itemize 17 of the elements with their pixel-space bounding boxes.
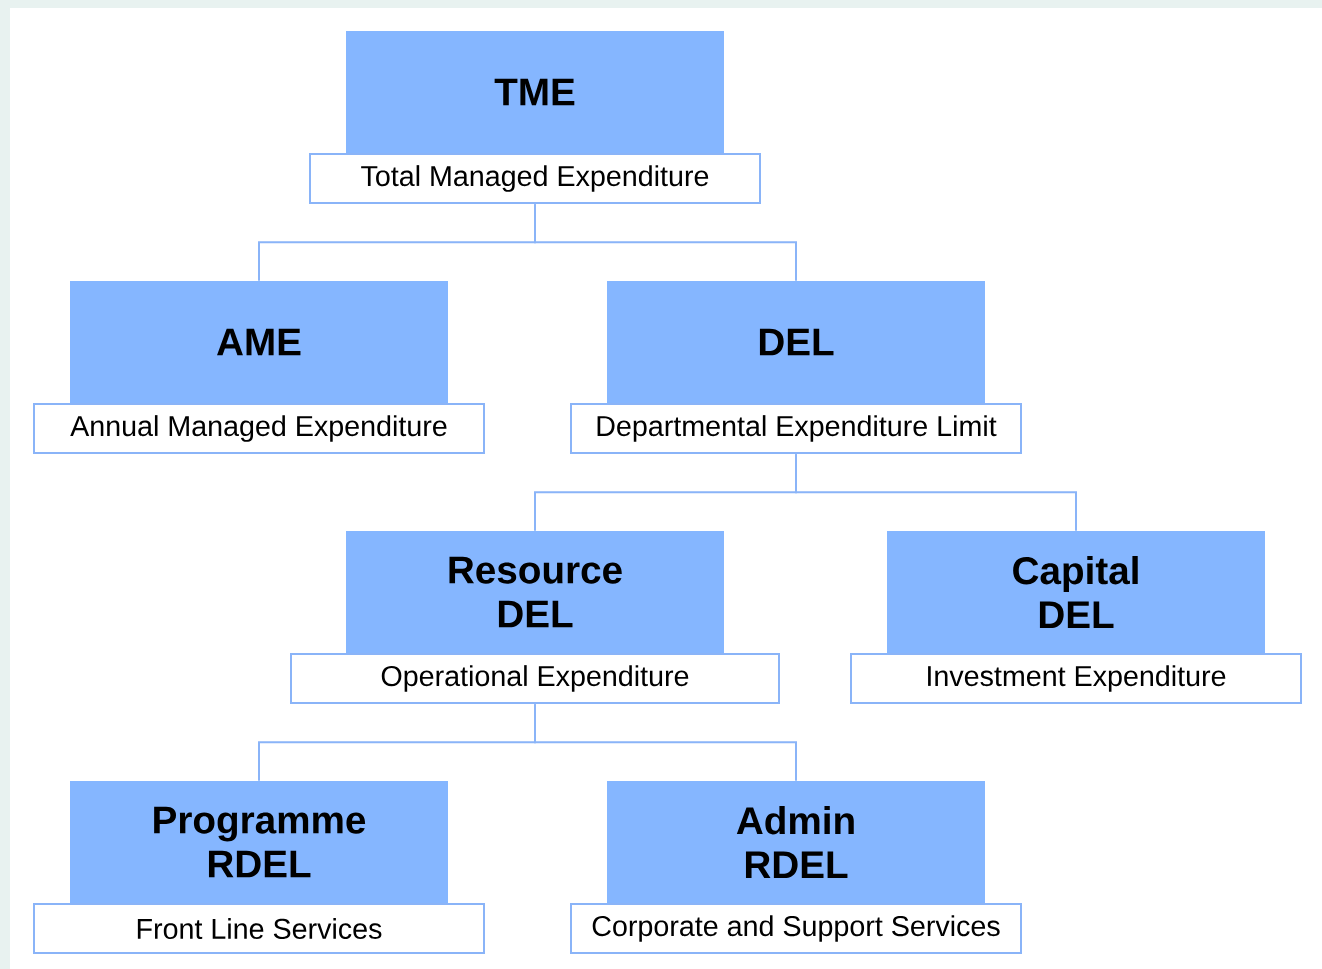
category-box: TME bbox=[346, 31, 724, 153]
description-box: Total Managed Expenditure bbox=[309, 152, 761, 205]
category-box: AME bbox=[70, 281, 448, 403]
description-box: Corporate and Support Services bbox=[570, 902, 1022, 955]
description-box: Front Line Services bbox=[33, 902, 485, 955]
description-box: Investment Expenditure bbox=[850, 652, 1302, 705]
category-box: Admin RDEL bbox=[607, 781, 985, 903]
connector-line bbox=[534, 703, 797, 782]
category-box: Resource DEL bbox=[346, 531, 724, 653]
description-box: Departmental Expenditure Limit bbox=[570, 402, 1022, 455]
description-box: Operational Expenditure bbox=[290, 652, 780, 705]
connector-line bbox=[795, 453, 1077, 532]
description-box: Annual Managed Expenditure bbox=[33, 402, 485, 455]
connector-line bbox=[534, 203, 797, 282]
category-box: Capital DEL bbox=[887, 531, 1265, 653]
category-box: DEL bbox=[607, 281, 985, 403]
category-box: Programme RDEL bbox=[70, 781, 448, 903]
